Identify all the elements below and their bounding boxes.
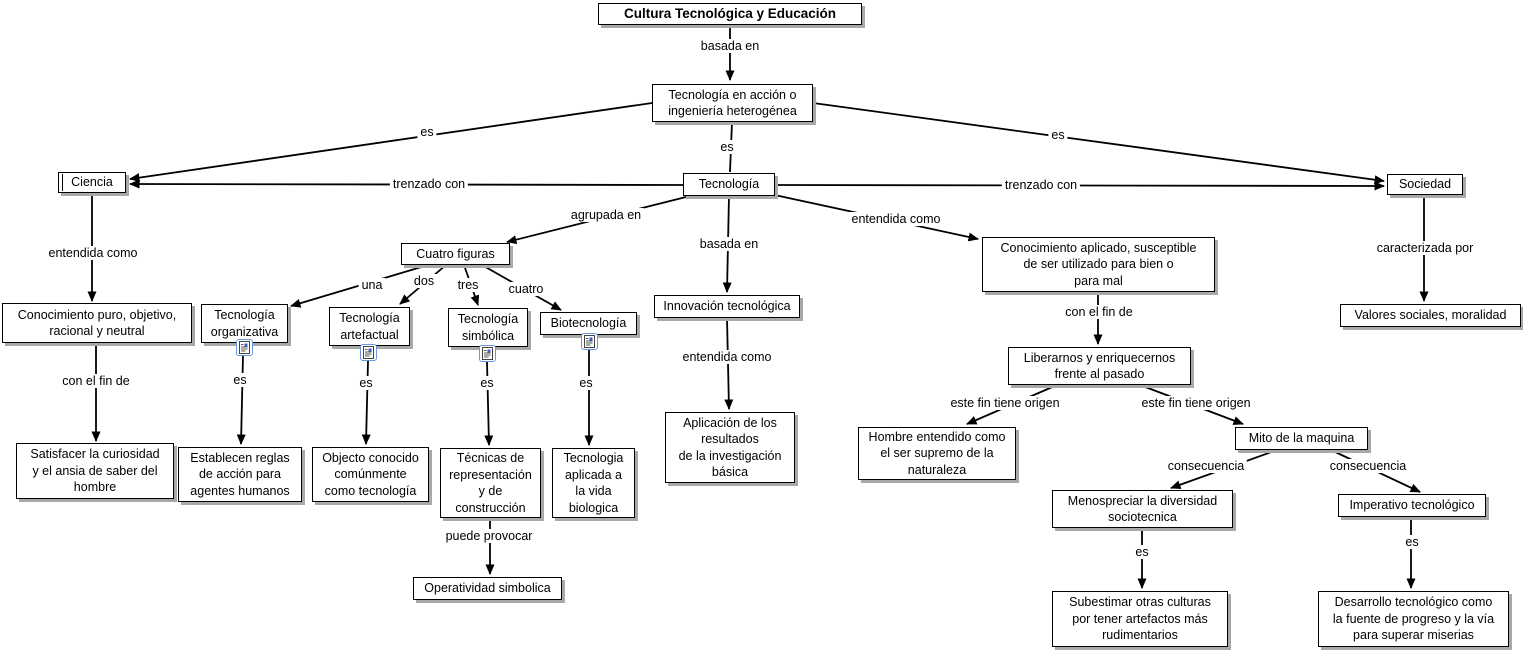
node-tecnologia-organizativa[interactable]: Tecnología organizativa xyxy=(201,304,288,343)
node-aplicacion-resultados[interactable]: Aplicación de los resultados de la inves… xyxy=(665,412,795,483)
link-label-es-menospreciar[interactable]: es xyxy=(1132,545,1152,559)
node-tecnologia[interactable]: Tecnología xyxy=(683,173,775,196)
node-innovacion-tecnologica[interactable]: Innovación tecnológica xyxy=(654,295,800,318)
line-artefactual-objecto xyxy=(361,360,371,445)
line-accion-ciencia xyxy=(129,102,653,183)
node-objecto-conocido[interactable]: Objecto conocido comúnmente como tecnolo… xyxy=(312,447,429,502)
link-label-es-organizativa[interactable]: es xyxy=(230,373,250,387)
document-resource-icon[interactable] xyxy=(479,345,496,362)
node-valores-sociales[interactable]: Valores sociales, moralidad xyxy=(1340,304,1521,327)
link-label-trenzado-con-left[interactable]: trenzado con xyxy=(389,177,469,191)
node-mito-de-la-maquina[interactable]: Mito de la maquina xyxy=(1235,427,1368,450)
link-label-caracterizada-por[interactable]: caracterizada por xyxy=(1373,241,1477,255)
link-label-agrupada-en[interactable]: agrupada en xyxy=(567,208,645,222)
link-label-este-fin-tiene-origen-izq[interactable]: este fin tiene origen xyxy=(947,396,1063,410)
node-tecnologia-artefactual[interactable]: Tecnología artefactual xyxy=(329,307,410,346)
node-sociedad[interactable]: Sociedad xyxy=(1387,174,1463,195)
line-organizativa-establecen xyxy=(236,355,246,445)
document-resource-icon[interactable] xyxy=(360,344,377,361)
link-label-es-imperativo[interactable]: es xyxy=(1402,535,1422,549)
node-desarrollo-tecnologico[interactable]: Desarrollo tecnológico como la fuente de… xyxy=(1318,591,1509,647)
link-label-consecuencia-izq[interactable]: consecuencia xyxy=(1164,459,1248,473)
link-label-es-accion[interactable]: es xyxy=(717,140,737,154)
link-label-este-fin-tiene-origen-der[interactable]: este fin tiene origen xyxy=(1138,396,1254,410)
node-tecnologia-aplicada-vida[interactable]: Tecnologia aplicada a la vida biologica xyxy=(552,448,635,518)
node-tecnologia-en-accion[interactable]: Tecnología en acción o ingeniería hetero… xyxy=(652,84,813,122)
link-label-entendida-como-tecnologia[interactable]: entendida como xyxy=(848,212,944,226)
node-imperativo-tecnologico[interactable]: Imperativo tecnológico xyxy=(1338,494,1486,517)
link-label-es-artefactual[interactable]: es xyxy=(356,376,376,390)
node-conocimiento-puro[interactable]: Conocimiento puro, objetivo, racional y … xyxy=(2,303,192,343)
link-label-tres[interactable]: tres xyxy=(454,278,482,292)
node-cultura-tecnologica-y-educacion[interactable]: Cultura Tecnológica y Educación xyxy=(598,3,862,25)
node-ciencia[interactable]: Ciencia xyxy=(58,172,126,193)
node-hombre-ser-supremo[interactable]: Hombre entendido como el ser supremo de … xyxy=(858,427,1016,480)
link-label-puede-provocar[interactable]: puede provocar xyxy=(442,529,536,543)
link-label-es-right[interactable]: es xyxy=(1048,128,1068,142)
link-label-trenzado-con-right[interactable]: trenzado con xyxy=(1001,178,1081,192)
node-establecen-reglas[interactable]: Establecen reglas de acción para agentes… xyxy=(178,447,302,502)
node-menospreciar-diversidad[interactable]: Menospreciar la diversidad sociotecnica xyxy=(1052,490,1233,528)
node-cuatro-figuras[interactable]: Cuatro figuras xyxy=(401,243,510,265)
line-accion-sociedad xyxy=(812,102,1385,185)
link-label-entendida-como-innovacion[interactable]: entendida como xyxy=(679,350,775,364)
link-label-basada-en-tecnologia[interactable]: basada en xyxy=(696,237,762,251)
link-label-es-biotecnologia[interactable]: es xyxy=(576,376,596,390)
node-subestimar-otras-culturas[interactable]: Subestimar otras culturas por tener arte… xyxy=(1052,591,1228,647)
node-biotecnologia[interactable]: Biotecnología xyxy=(540,312,637,335)
link-label-cuatro[interactable]: cuatro xyxy=(505,282,547,296)
link-label-con-el-fin-de-ciencia[interactable]: con el fin de xyxy=(59,374,133,388)
link-label-una[interactable]: una xyxy=(358,278,386,292)
node-operatividad-simbolica[interactable]: Operatividad simbolica xyxy=(413,577,562,600)
node-tecnologia-simbolica[interactable]: Tecnología simbólica xyxy=(448,308,528,347)
link-label-basada-en-top[interactable]: basada en xyxy=(697,39,763,53)
line-simbolica-tecnicas xyxy=(484,361,494,446)
node-conocimiento-aplicado[interactable]: Conocimiento aplicado, susceptible de se… xyxy=(982,237,1215,292)
link-label-es-left[interactable]: es xyxy=(417,125,437,139)
link-label-dos[interactable]: dos xyxy=(410,274,438,288)
document-resource-icon[interactable] xyxy=(581,333,598,350)
link-label-entendida-como-ciencia[interactable]: entendida como xyxy=(45,246,141,260)
document-resource-icon[interactable] xyxy=(236,339,253,356)
node-liberarnos-enriquecernos[interactable]: Liberarnos y enriquecernos frente al pas… xyxy=(1008,347,1191,385)
link-label-con-el-fin-de-tecnologia[interactable]: con el fin de xyxy=(1062,305,1136,319)
link-label-es-simbolica[interactable]: es xyxy=(477,376,497,390)
node-satisfacer-curiosidad[interactable]: Satisfacer la curiosidad y el ansia de s… xyxy=(16,443,174,499)
node-tecnicas-representacion[interactable]: Técnicas de representación y de construc… xyxy=(440,448,541,518)
link-label-consecuencia-der[interactable]: consecuencia xyxy=(1326,459,1410,473)
